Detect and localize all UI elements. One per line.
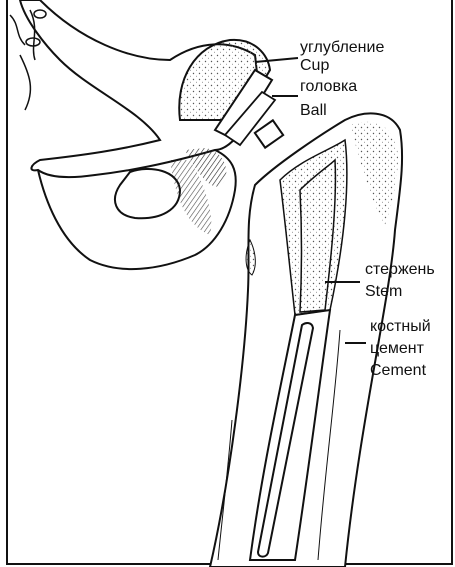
cup-label-ru: углубление [300, 39, 384, 57]
pelvis-notch-1 [34, 10, 46, 18]
stem-label-en: Stem [365, 283, 402, 301]
ball-label-ru: головка [300, 78, 357, 96]
cement-label-en: Cement [370, 362, 426, 380]
neck-collar [255, 120, 283, 147]
cement-label-ru-2: цемент [370, 340, 424, 358]
pelvis-notch-2 [26, 38, 40, 46]
ball-label-en: Ball [300, 102, 327, 120]
obturator-foramen [115, 169, 180, 218]
stem-label-ru: стержень [365, 261, 435, 279]
cup-label-en: Cup [300, 57, 329, 75]
cement-label-ru-1: костный [370, 318, 431, 336]
